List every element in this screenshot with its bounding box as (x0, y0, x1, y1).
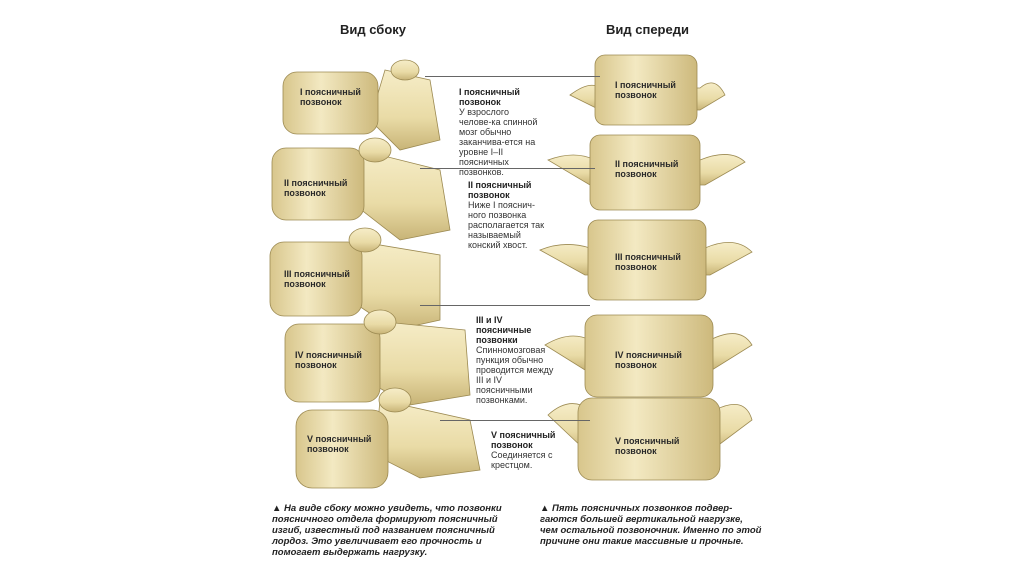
front-view-title: Вид спереди (606, 22, 689, 37)
note-heading: V поясничный позвонок (491, 430, 556, 450)
side-vertebra-3 (269, 227, 441, 331)
side-label-2: II поясничный позвонок (284, 178, 348, 198)
front-vertebra-2 (547, 134, 746, 211)
divider-line (420, 305, 590, 306)
front-label-3: III поясничный позвонок (615, 252, 681, 272)
front-view-caption: ▲ Пять поясничных позвонков подвер-гаютс… (540, 503, 762, 547)
front-vertebra-5 (547, 397, 753, 481)
side-view-spine (269, 59, 481, 489)
divider-line (420, 168, 595, 169)
side-vertebra-4 (284, 309, 471, 406)
front-vertebra-4 (544, 314, 753, 398)
front-view-spine (539, 54, 753, 481)
front-label-1: I поясничный позвонок (615, 80, 676, 100)
side-label-5: V поясничный позвонок (307, 434, 372, 454)
note-text: Спинномозговая пункция обычно проводится… (476, 345, 554, 405)
front-vertebra-3 (539, 219, 753, 301)
front-label-5: V поясничный позвонок (615, 436, 680, 456)
note-heading: III и IV поясничные позвонки (476, 315, 532, 345)
side-view-title: Вид сбоку (340, 22, 407, 37)
note-text: Соединяется с крестцом. (491, 450, 553, 470)
side-label-1: I поясничный позвонок (300, 87, 361, 107)
side-label-4: IV поясничный позвонок (295, 350, 362, 370)
note-heading: I поясничный позвонок (459, 87, 520, 107)
divider-line (440, 420, 590, 421)
front-label-4: IV поясничный позвонок (615, 350, 682, 370)
side-vertebra-1 (282, 59, 441, 151)
side-view-caption: ▲ На виде сбоку можно увидеть, что позво… (272, 503, 502, 558)
side-vertebra-5 (295, 387, 481, 489)
side-label-3: III поясничный позвонок (284, 269, 350, 289)
side-vertebra-2 (271, 137, 451, 241)
front-label-2: II поясничный позвонок (615, 159, 679, 179)
divider-line (425, 76, 600, 77)
note-text: Ниже I пояснич-ного позвонка располагает… (468, 200, 545, 250)
front-vertebra-1 (569, 54, 726, 126)
note-text: У взрослого челове-ка спинной мозг обычн… (459, 107, 538, 177)
note-heading: II поясничный позвонок (468, 180, 532, 200)
